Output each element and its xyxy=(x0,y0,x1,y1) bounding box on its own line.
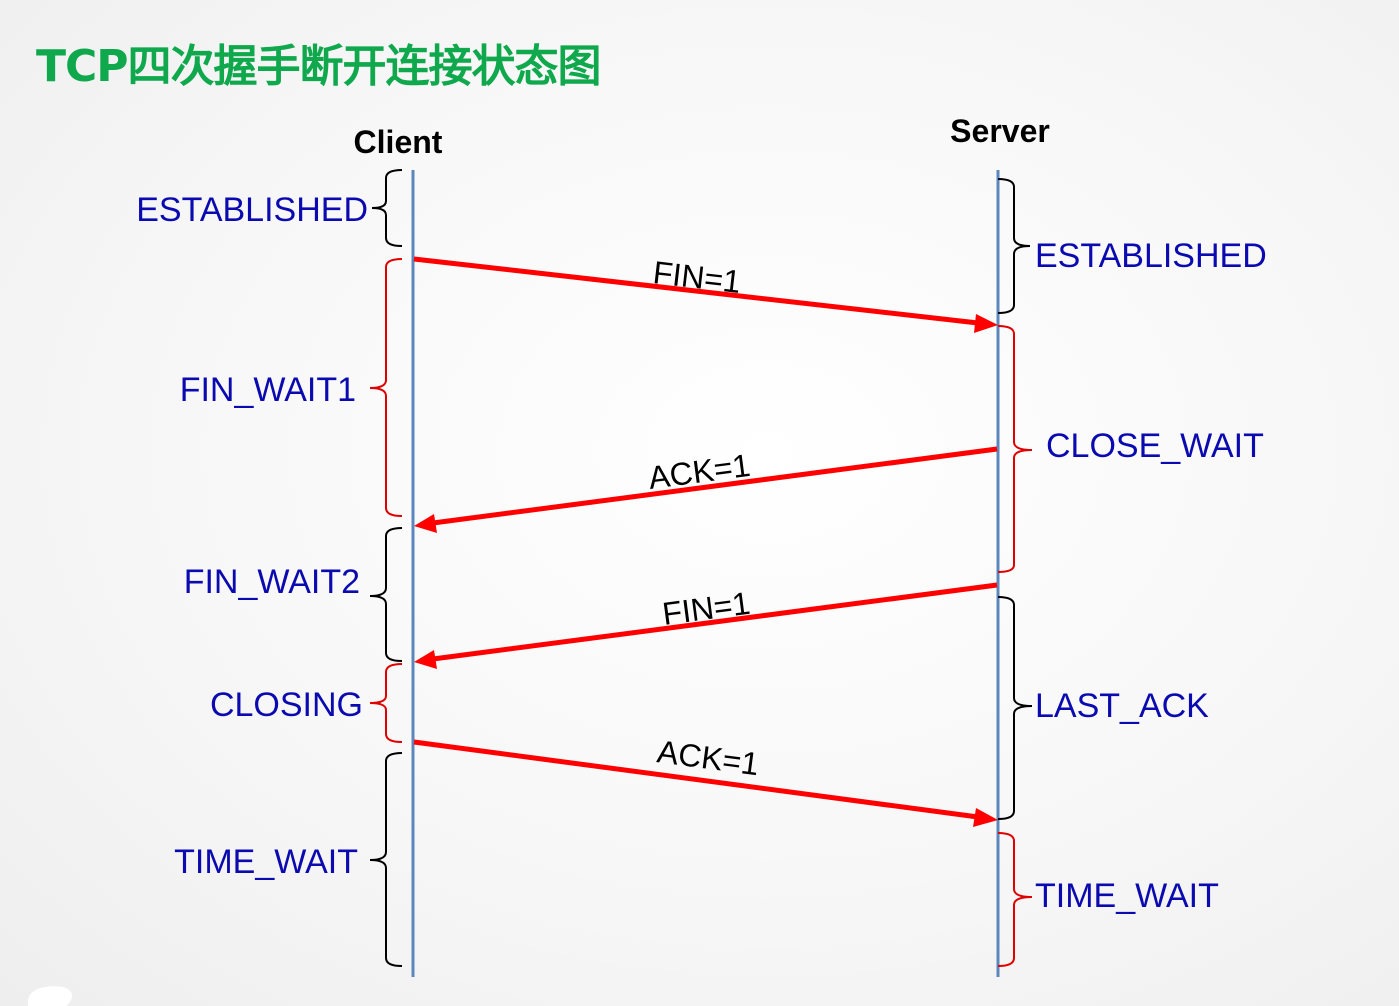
client-state-fin-wait1: FIN_WAIT1 xyxy=(180,371,356,409)
message-arrow-line xyxy=(432,446,998,526)
client-brace-time-wait xyxy=(369,752,403,967)
server-brace-close-wait xyxy=(997,325,1033,573)
server-brace-time-wait xyxy=(997,832,1033,967)
server-state-last-ack: LAST_ACK xyxy=(1035,687,1209,725)
message-label: ACK=1 xyxy=(646,447,752,496)
message-arrow-line xyxy=(413,739,979,820)
message-arrow-line xyxy=(432,582,998,662)
message-label: FIN=1 xyxy=(660,585,752,632)
server-state-time-wait: TIME_WAIT xyxy=(1035,877,1219,915)
server-state-established: ESTABLISHED xyxy=(1035,237,1267,275)
client-state-fin-wait2: FIN_WAIT2 xyxy=(184,563,360,601)
client-actor-label: Client xyxy=(354,124,443,160)
arrow-head-icon xyxy=(414,514,437,533)
server-actor-label: Server xyxy=(950,113,1050,149)
message-2: FIN=1 xyxy=(414,582,998,669)
client-brace-fin-wait2 xyxy=(369,527,403,662)
client-state-closing: CLOSING xyxy=(210,686,363,724)
client-brace-established xyxy=(371,169,403,247)
server-brace-established xyxy=(997,178,1031,314)
message-arrow-line xyxy=(413,256,979,326)
server-state-close-wait: CLOSE_WAIT xyxy=(1046,427,1264,465)
client-brace-fin-wait1 xyxy=(369,258,403,517)
message-3: ACK=1 xyxy=(413,733,998,827)
client-brace-closing xyxy=(369,663,403,743)
arrow-head-icon xyxy=(414,650,437,669)
message-label: FIN=1 xyxy=(651,254,743,300)
client-state-established: ESTABLISHED xyxy=(136,191,368,229)
server-brace-last-ack xyxy=(997,596,1033,820)
client-state-time-wait: TIME_WAIT xyxy=(174,843,358,881)
page-title: TCP四次握手断开连接状态图 xyxy=(36,41,602,92)
message-0: FIN=1 xyxy=(413,254,998,333)
message-1: ACK=1 xyxy=(414,446,998,533)
corner-smudge xyxy=(27,986,72,1006)
arrow-head-icon xyxy=(974,314,998,333)
arrow-head-icon xyxy=(973,808,998,827)
